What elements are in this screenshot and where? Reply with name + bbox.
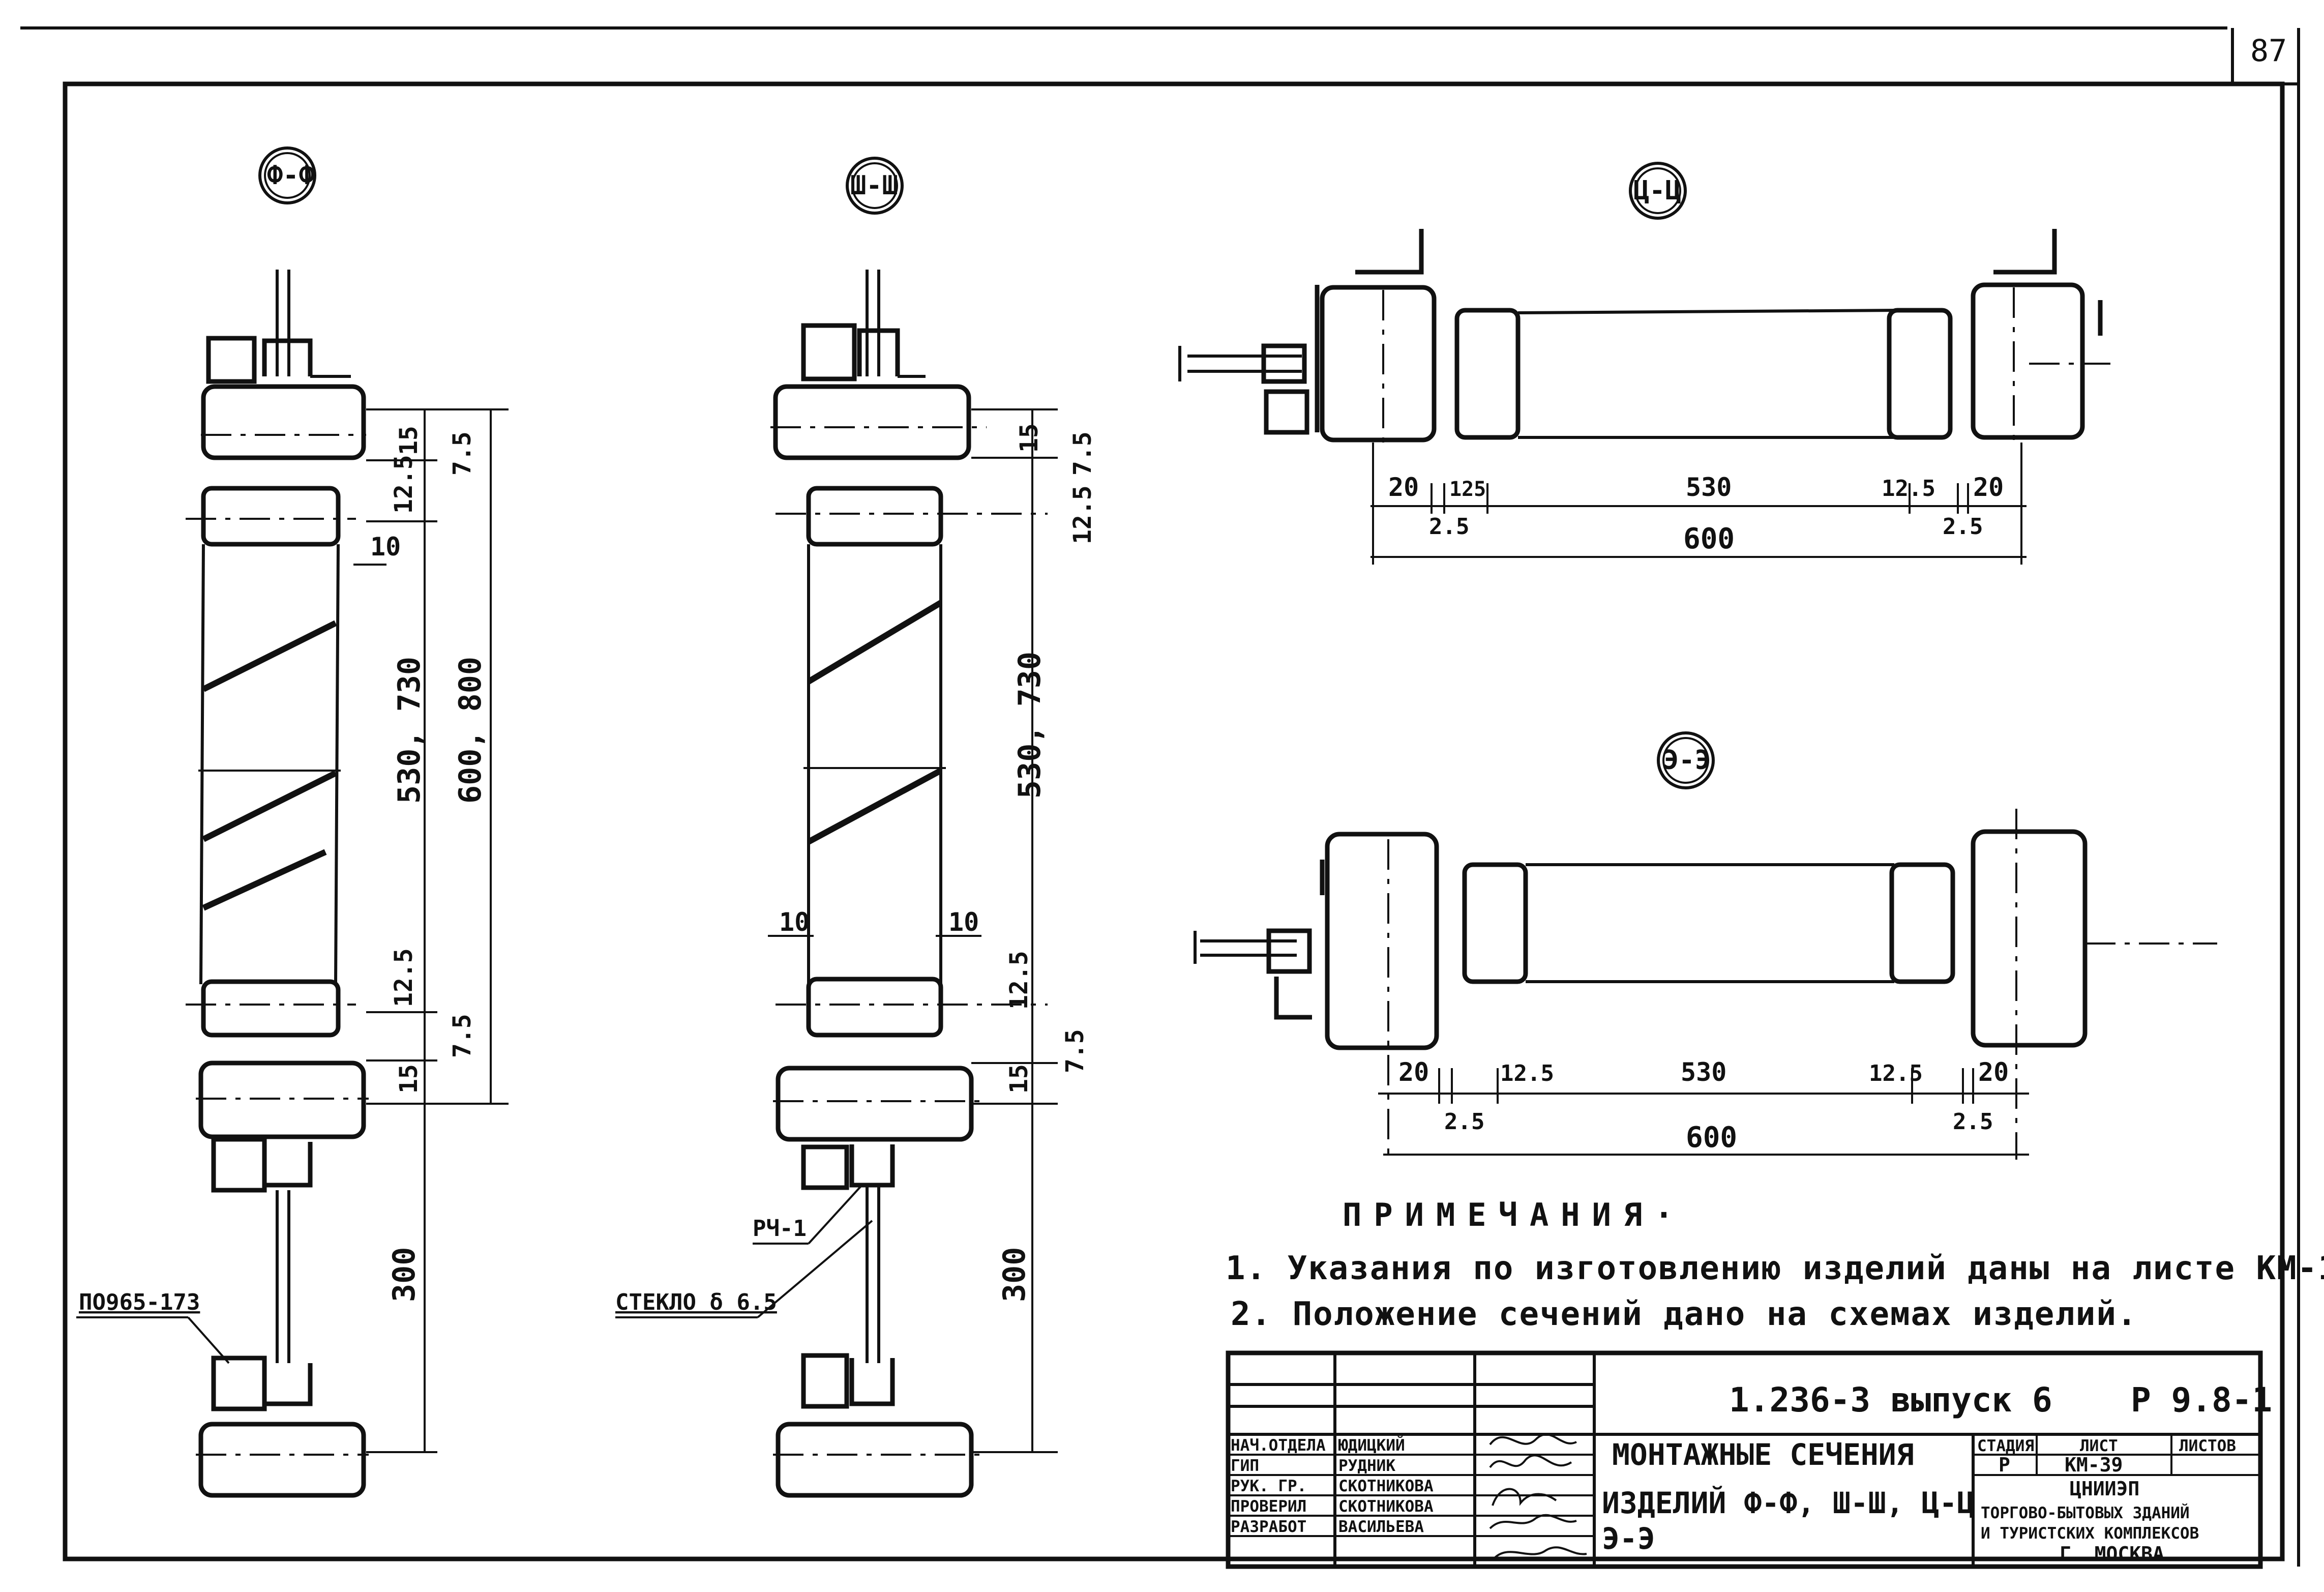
tb-hdr-sheet: ЛИСТ bbox=[2080, 1437, 2118, 1455]
shsh-dim-top-15: 15 bbox=[1015, 423, 1044, 453]
ee-dim-20b: 20 bbox=[1978, 1057, 2009, 1087]
ff-callout-leader bbox=[76, 1316, 230, 1364]
shsh-dim-top-75: 7.5 bbox=[1068, 431, 1097, 476]
shsh-dim-bot-125: 12.5 bbox=[1005, 951, 1033, 1010]
ee-dim-125b: 12.5 bbox=[1869, 1060, 1923, 1086]
tb-title-3: Э-Э bbox=[1602, 1521, 1655, 1556]
section-label-shsh: Ш-Ш bbox=[850, 170, 898, 201]
note-1: 1. Указания по изготовлению изделий даны… bbox=[1226, 1250, 2324, 1287]
tb-stage: Р bbox=[1999, 1454, 2010, 1476]
title-block-grid bbox=[1226, 1350, 2263, 1569]
ee-dim-530: 530 bbox=[1681, 1057, 1726, 1087]
ee-dim-20a: 20 bbox=[1398, 1057, 1429, 1087]
ff-dim-top-75: 7.5 bbox=[448, 431, 476, 476]
tsts-dim-25b: 2.5 bbox=[1943, 514, 1983, 540]
tb-doc-code: 1.236-3 выпуск 6 bbox=[1729, 1380, 2052, 1420]
tb-role: ПРОВЕРИЛ bbox=[1231, 1497, 1306, 1516]
tb-role: НАЧ.ОТДЕЛА bbox=[1231, 1436, 1326, 1455]
shsh-dim-bot-75: 7.5 bbox=[1061, 1029, 1089, 1073]
section-label-ff: Ф-Ф bbox=[267, 160, 315, 191]
tb-sheet: КМ-39 bbox=[2065, 1454, 2123, 1476]
tb-title-1: МОНТАЖНЫЕ СЕЧЕНИЯ bbox=[1612, 1437, 1914, 1472]
shsh-dim-bot-15: 15 bbox=[1005, 1064, 1033, 1094]
ff-callout: ПО965-173 bbox=[79, 1289, 200, 1315]
section-tsts: Ц-Ц bbox=[1178, 162, 2110, 565]
ee-dim-25a: 2.5 bbox=[1444, 1109, 1484, 1135]
shsh-callout-leaders bbox=[615, 1184, 873, 1318]
ff-dim-inner: 530, 730 bbox=[392, 657, 427, 804]
tb-org-2: ТОРГОВО-БЫТОВЫХ ЗДАНИЙ bbox=[1981, 1504, 2190, 1522]
tsts-dim-25a: 2.5 bbox=[1429, 514, 1469, 540]
tb-role: РУК. ГР. bbox=[1231, 1477, 1306, 1495]
tb-role: РАЗРАБОТ bbox=[1231, 1518, 1306, 1536]
ff-dim-bot-125: 12.5 bbox=[390, 948, 418, 1007]
note-2: 2. Положение сечений дано на схемах изде… bbox=[1231, 1295, 2137, 1333]
tb-org-4: Г. МОСКВА bbox=[2060, 1543, 2164, 1565]
ff-dim-top-15: 15 bbox=[395, 426, 423, 455]
tb-name: СКОТНИКОВА bbox=[1338, 1477, 1434, 1495]
tb-name: ЮДИЦКИЙ bbox=[1338, 1436, 1405, 1455]
tb-title-2: ИЗДЕЛИЙ Ф-Ф, Ш-Ш, Ц-Ц bbox=[1602, 1485, 1975, 1520]
ee-dim-600: 600 bbox=[1686, 1121, 1737, 1154]
tb-org-3: И ТУРИСТСКИХ КОМПЛЕКСОВ bbox=[1981, 1524, 2199, 1543]
shsh-callout-glass: СТЕКЛО δ 6.5 bbox=[615, 1289, 777, 1315]
tsts-dim-20b: 20 bbox=[1973, 473, 2004, 502]
ff-dim-outer: 600, 800 bbox=[453, 657, 488, 804]
ff-dim-bot-75: 7.5 bbox=[448, 1014, 476, 1058]
ee-dim-125a: 12.5 bbox=[1500, 1060, 1554, 1086]
shsh-dim-left10: 10 bbox=[779, 907, 810, 937]
section-ff: Ф-Ф bbox=[186, 146, 509, 1498]
tb-org-1: ЦНИИЭП bbox=[2070, 1478, 2139, 1500]
shsh-dim-top-125: 12.5 bbox=[1068, 485, 1097, 544]
shsh-callout-ru: РЧ-1 bbox=[753, 1216, 807, 1242]
tsts-dim-600: 600 bbox=[1683, 522, 1735, 555]
tsts-dim-125b: 12.5 bbox=[1882, 476, 1935, 502]
tb-hdr-sheets: ЛИСТОВ bbox=[2179, 1437, 2236, 1455]
shsh-dim-inner: 530, 730 bbox=[1012, 652, 1048, 799]
sheet-frame bbox=[20, 26, 2300, 1567]
tb-hdr-stage: СТАДИЯ bbox=[1977, 1437, 2034, 1455]
tb-name: РУДНИК bbox=[1338, 1457, 1395, 1475]
notes-title: ПРИМЕЧАНИЯ· bbox=[1343, 1196, 1686, 1233]
section-ee: Э-Э bbox=[1194, 731, 2217, 1160]
ff-dim-top-125: 12.5 bbox=[390, 455, 418, 514]
section-label-ee: Э-Э bbox=[1663, 745, 1711, 776]
ee-dim-25b: 2.5 bbox=[1953, 1109, 1993, 1135]
tsts-dim-20a: 20 bbox=[1388, 473, 1419, 502]
tsts-dim-530: 530 bbox=[1686, 473, 1732, 502]
shsh-dim-300: 300 bbox=[997, 1247, 1032, 1302]
ff-dim-10: 10 bbox=[370, 532, 401, 562]
section-label-tsts: Ц-Ц bbox=[1633, 175, 1681, 206]
tb-name: ВАСИЛЬЕВА bbox=[1338, 1518, 1424, 1536]
tb-ref: Р 9.8-1 bbox=[2131, 1380, 2272, 1420]
signatures bbox=[1489, 1433, 1587, 1558]
ff-dim-300: 300 bbox=[386, 1247, 422, 1302]
tsts-dim-125a: 125 bbox=[1449, 478, 1486, 501]
tb-role: ГИП bbox=[1231, 1457, 1259, 1475]
page-number: 87 bbox=[2250, 33, 2287, 69]
tb-name: СКОТНИКОВА bbox=[1338, 1497, 1434, 1516]
ff-dim-bot-15: 15 bbox=[395, 1064, 423, 1094]
section-shsh: Ш-Ш bbox=[768, 157, 1058, 1498]
shsh-dim-right10: 10 bbox=[948, 907, 979, 937]
